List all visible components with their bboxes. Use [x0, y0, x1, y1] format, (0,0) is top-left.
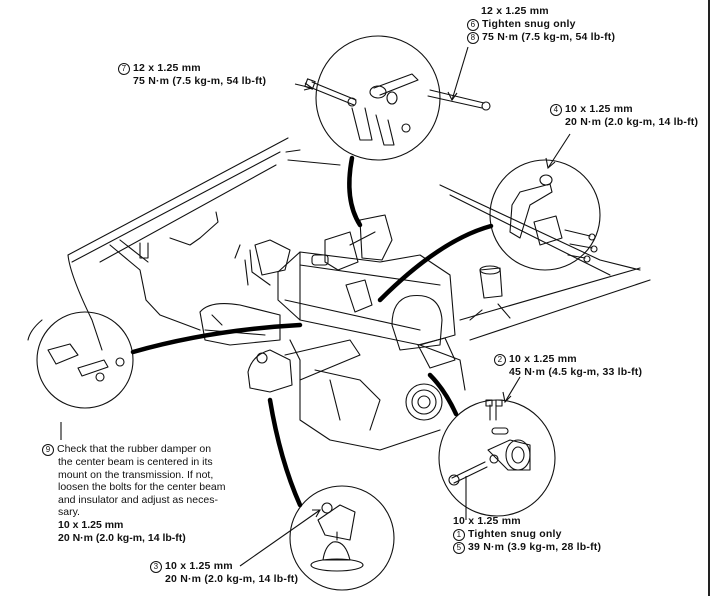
note-line: and insulator and adjust as neces-	[58, 493, 218, 506]
spec-line: 10 x 1.25 mm	[58, 518, 124, 531]
step-number-badge: 5	[453, 541, 465, 554]
insulator-parts	[310, 502, 364, 572]
damper-parts	[47, 343, 125, 382]
detail-leader-lines	[130, 155, 494, 508]
note-line: sary.	[58, 506, 80, 519]
rear-torque-rod-detail	[315, 35, 441, 161]
callout-line: 75 N·m (7.5 kg-m, 54 lb-ft)	[133, 75, 267, 87]
side-mount-bracket-detail	[489, 159, 601, 271]
engine-block	[199, 214, 511, 451]
note-line: mount on the transmission. If not,	[58, 468, 214, 481]
step-number-badge: 7	[118, 63, 130, 75]
callout-line: 20 N·m (2.0 kg-m, 14 lb-ft)	[165, 573, 299, 585]
spec-line: 20 N·m (2.0 kg-m, 14 lb-ft)	[58, 531, 186, 544]
step-number-badge: 8	[467, 31, 479, 44]
front-mount-parts	[448, 399, 531, 486]
step-number-badge: 2	[494, 354, 506, 366]
step-number-badge: 3	[150, 561, 162, 573]
callout-line: 10 x 1.25 mm	[453, 515, 521, 527]
step-number-badge: 6	[467, 18, 479, 31]
lower-mount-insulator-detail	[289, 485, 395, 591]
torque-rod-parts	[304, 73, 491, 146]
side-bracket-parts	[509, 174, 598, 263]
callout-line: 20 N·m (2.0 kg-m, 14 lb-ft)	[565, 116, 699, 128]
front-mount-detail	[438, 399, 556, 517]
step-number-badge: 4	[550, 104, 562, 116]
center-beam-damper-detail	[36, 311, 134, 409]
callout-line: 45 N·m (4.5 kg-m, 33 lb-ft)	[509, 366, 643, 378]
callout-arrows	[60, 46, 571, 567]
step-number-badge: 1	[453, 528, 465, 541]
note-line: loosen the bolts for the center beam	[58, 481, 226, 494]
callout-line: 12 x 1.25 mm	[481, 5, 549, 17]
vehicle-body-outline	[27, 137, 651, 351]
step-number-badge: 9	[42, 444, 54, 456]
note-line: the center beam is centered in its	[58, 456, 213, 468]
page-border	[708, 0, 710, 596]
